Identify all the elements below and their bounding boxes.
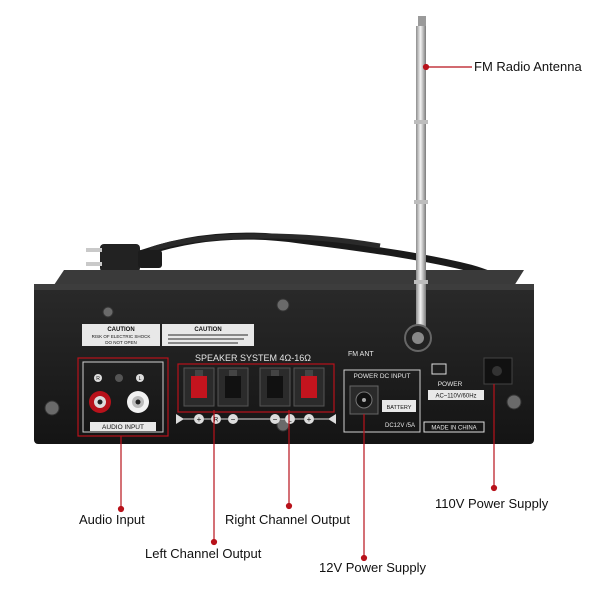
rca-jack-left[interactable] (127, 391, 149, 413)
audio-input-block: R L AUDIO INPUT (77, 357, 169, 437)
caution-1-line2: DO NOT OPEN (105, 340, 136, 345)
ac-cord-entry[interactable] (483, 357, 513, 385)
caution-label-2: CAUTION (162, 324, 254, 346)
svg-text:+: + (307, 415, 312, 424)
ac-plug-icon (86, 244, 162, 272)
audio-input-panel-label: AUDIO INPUT (102, 424, 144, 431)
rca-jack-right[interactable] (89, 391, 111, 413)
fm-antenna (404, 16, 432, 352)
callout-audio-input: Audio Input (79, 512, 145, 527)
ac-rating-label: AC~110V/60Hz (435, 394, 476, 400)
terminal-r-label: R (214, 418, 219, 424)
dc-rating-label: DC12V /5A (385, 423, 415, 429)
terminal-polarity-marks: + R − − L + (176, 414, 336, 424)
battery-label: BATTERY (387, 405, 412, 411)
speaker-terminal-left-black[interactable] (217, 367, 249, 407)
speaker-terminal-right-black[interactable] (259, 367, 291, 407)
callout-12v-power-supply: 12V Power Supply (319, 560, 426, 575)
terminal-l-label: L (288, 418, 292, 424)
jack-l-label: L (139, 376, 142, 382)
callout-110v-power-supply: 110V Power Supply (435, 496, 549, 511)
panel-screws (44, 298, 522, 432)
caution-label-1: CAUTION RISK OF ELECTRIC SHOCK DO NOT OP… (82, 324, 160, 346)
speaker-system-label: SPEAKER SYSTEM 4Ω-16Ω (195, 353, 311, 363)
callout-fm-antenna: FM Radio Antenna (474, 59, 582, 74)
fm-ant-label: FM ANT (348, 351, 374, 358)
made-in-label: MADE IN CHINA (431, 426, 476, 432)
svg-text:−: − (231, 415, 236, 424)
callout-left-channel-output: Left Channel Output (145, 546, 262, 561)
caution-1-line1: RISK OF ELECTRIC SHOCK (92, 334, 151, 339)
speaker-terminal-block: SPEAKER SYSTEM 4Ω-16Ω + R (176, 353, 336, 424)
power-label: POWER (438, 381, 463, 388)
caution-2-title: CAUTION (194, 327, 221, 333)
callout-right-channel-output: Right Channel Output (225, 512, 351, 527)
svg-text:−: − (273, 415, 278, 424)
callout-lines (117, 63, 498, 562)
speaker-terminal-right-red[interactable] (293, 367, 325, 407)
ac-power-block: POWER AC~110V/60Hz MADE IN CHINA (423, 357, 513, 433)
dc-power-block: POWER DC INPUT BATTERY DC12V /5A (343, 369, 421, 433)
jack-r-label: R (96, 376, 100, 382)
dc-power-jack[interactable] (349, 385, 379, 415)
svg-text:+: + (197, 415, 202, 424)
speaker-terminal-left-red[interactable] (183, 367, 215, 407)
power-dc-input-label: POWER DC INPUT (353, 373, 410, 380)
caution-1-title: CAUTION (107, 327, 134, 333)
